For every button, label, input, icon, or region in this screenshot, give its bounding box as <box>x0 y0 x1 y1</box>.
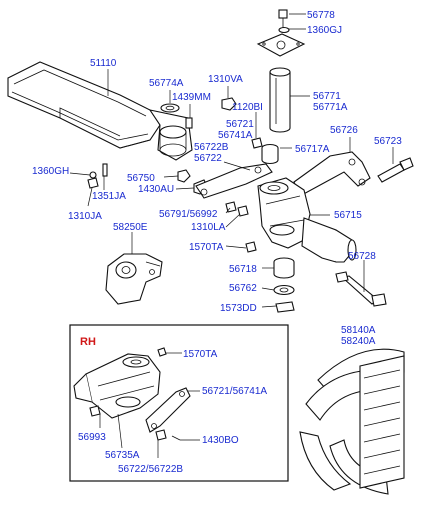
label-rh-56993: 56993 <box>78 432 106 443</box>
front-axle-beam <box>7 61 193 161</box>
label-56721: 56721 <box>226 119 254 130</box>
label-58140a: 58140A <box>341 325 376 336</box>
label-51110: 51110 <box>90 58 117 69</box>
label-1360gh: 1360GH <box>32 166 69 177</box>
label-rh-56722-56722b: 56722/56722B <box>118 464 183 475</box>
label-1310la: 1310LA <box>191 222 226 233</box>
label-rh-56735a: 56735A <box>105 450 140 461</box>
label-56715: 56715 <box>334 210 362 221</box>
label-1351ja: 1351JA <box>92 191 126 202</box>
label-56771a: 56771A <box>313 102 348 113</box>
label-rh-56721-56741a: 56721/56741A <box>202 386 267 397</box>
label-1439mm: 1439MM <box>172 92 211 103</box>
label-56778: 56778 <box>307 10 335 21</box>
label-56728: 56728 <box>348 251 376 262</box>
steering-knuckle <box>257 177 357 263</box>
rh-title: RH <box>80 336 96 348</box>
label-56722: 56722 <box>194 153 222 164</box>
label-1570ta: 1570TA <box>189 242 224 253</box>
label-1430au: 1430AU <box>138 184 174 195</box>
label-rh-1430bo: 1430BO <box>202 435 239 446</box>
label-56771: 56771 <box>313 91 341 102</box>
label-56718: 56718 <box>229 264 257 275</box>
label-56791-56992: 56791/56992 <box>159 209 218 220</box>
king-pin-assembly <box>256 9 306 133</box>
brake-shoes <box>299 348 405 495</box>
label-56723: 56723 <box>374 136 402 147</box>
label-1573dd: 1573DD <box>220 303 257 314</box>
steering-arm <box>195 163 273 199</box>
label-56774a: 56774A <box>149 78 184 89</box>
brake-bracket <box>105 253 163 305</box>
label-rh-1570ta: 1570TA <box>183 349 218 360</box>
rh-inset: RH <box>69 324 289 482</box>
label-56717a: 56717A <box>295 144 330 155</box>
label-58240a: 58240A <box>341 336 376 347</box>
label-56722b: 56722B <box>194 142 229 153</box>
hardware-parts <box>87 97 295 313</box>
leader-lines <box>69 13 394 458</box>
label-56741a: 56741A <box>218 130 253 141</box>
pin-56728 <box>335 271 387 307</box>
label-1310ja: 1310JA <box>68 211 102 222</box>
label-58250e: 58250E <box>113 222 148 233</box>
label-56726: 56726 <box>330 125 358 136</box>
label-1360gj: 1360GJ <box>307 25 342 36</box>
tie-rod-arm <box>293 151 414 197</box>
label-1310va: 1310VA <box>208 74 243 85</box>
label-1120bi: 1120BI <box>232 102 263 113</box>
part-labels: 56778 1360GJ 51110 56774A 1310VA 1439MM … <box>32 10 402 475</box>
label-56750: 56750 <box>127 173 155 184</box>
label-56762: 56762 <box>229 283 257 294</box>
